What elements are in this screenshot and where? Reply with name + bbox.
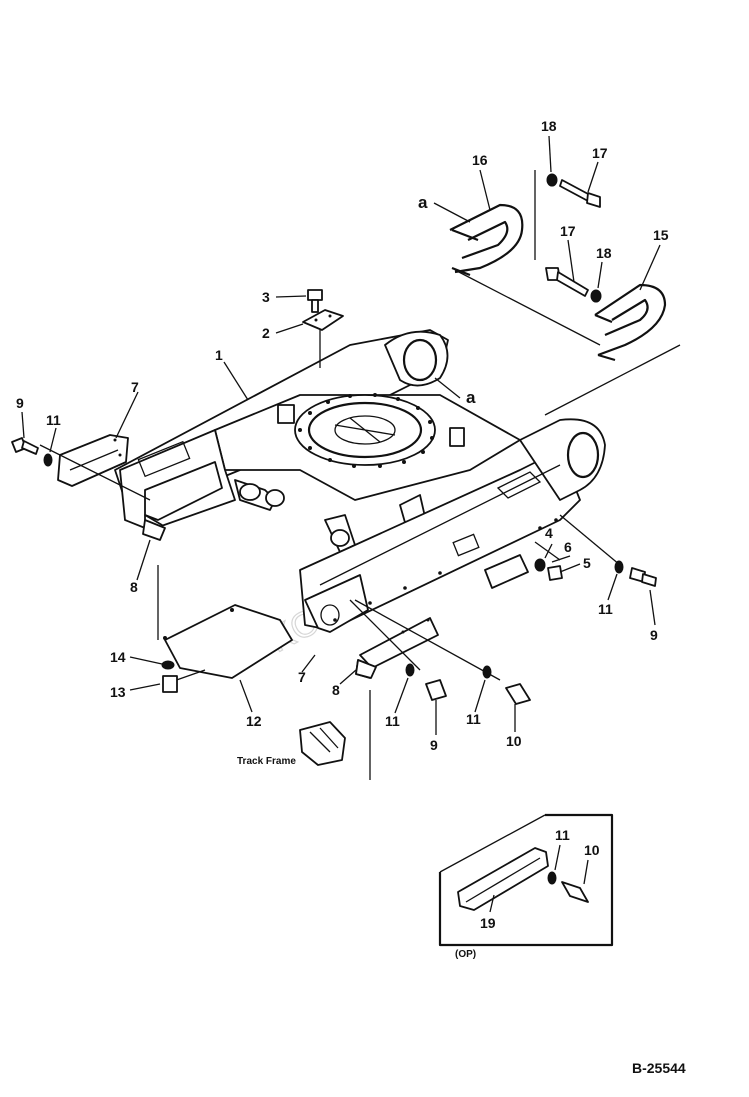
callout-9-right: 9 — [650, 627, 658, 643]
callout-2: 2 — [262, 325, 270, 341]
callout-18-lower: 18 — [596, 245, 612, 261]
track-roller — [299, 721, 346, 766]
cover-7-upper — [57, 434, 129, 487]
callout-a-upper: a — [418, 193, 428, 212]
callout-6: 6 — [564, 539, 572, 555]
callout-11-option: 11 — [555, 827, 570, 843]
bolt-13 — [162, 675, 178, 693]
bolt-10-lower — [505, 683, 531, 705]
swing-circle-bolts — [298, 393, 434, 468]
callout-12: 12 — [246, 713, 262, 729]
shim-8-left — [142, 519, 166, 541]
callout-11-lower-a: 11 — [385, 713, 400, 729]
bolt-17-lower — [545, 267, 589, 297]
bolt-3 — [307, 289, 323, 313]
callout-a-lower: a — [466, 388, 476, 407]
option-box — [438, 813, 614, 947]
callout-8-right: 8 — [332, 682, 340, 698]
washer-11-right-a — [614, 560, 624, 574]
bolt-9-right-a — [629, 567, 657, 587]
callout-3: 3 — [262, 289, 270, 305]
washer-14 — [161, 660, 175, 670]
callout-10-lower: 10 — [506, 733, 522, 749]
washer-11-lower-b — [482, 665, 492, 679]
callout-9-left: 9 — [16, 395, 24, 411]
callout-7-upper: 7 — [131, 379, 139, 395]
callout-5: 5 — [583, 555, 591, 571]
track-frame-label: Track Frame — [237, 756, 296, 767]
callout-8-left: 8 — [130, 579, 138, 595]
track-frame-assembly — [114, 329, 606, 633]
washer-18-upper — [546, 173, 558, 187]
callout-11-left: 11 — [46, 412, 61, 428]
callout-7-lower: 7 — [298, 669, 306, 685]
callout-4: 4 — [545, 525, 553, 541]
callout-14: 14 — [110, 649, 126, 665]
clip-15 — [594, 283, 667, 362]
callout-10-option: 10 — [584, 842, 600, 858]
callout-13: 13 — [110, 684, 126, 700]
washer-18-lower — [590, 289, 602, 303]
callout-19: 19 — [480, 915, 496, 931]
callout-11-lower-b: 11 — [466, 711, 481, 727]
callout-17-lower: 17 — [560, 223, 576, 239]
washer-6 — [534, 558, 546, 572]
callout-16: 16 — [472, 152, 488, 168]
callout-1: 1 — [215, 347, 223, 363]
bolt-17-upper — [559, 179, 601, 208]
clip-16 — [449, 203, 524, 277]
frame-bolt-holes — [333, 518, 558, 622]
washer-11-left — [43, 453, 53, 467]
callout-17-upper: 17 — [592, 145, 608, 161]
plate-4 — [484, 554, 529, 589]
callout-11-right: 11 — [598, 601, 613, 617]
callout-labels: 1 2 3 4 5 6 7 7 8 8 9 9 9 10 10 11 11 11… — [16, 118, 669, 931]
bolt-9-lower — [425, 679, 447, 701]
washer-11-lower-a — [405, 663, 415, 677]
plate-2 — [302, 309, 344, 331]
callout-18-upper: 18 — [541, 118, 557, 134]
plate-12 — [163, 604, 293, 679]
bolt-5 — [547, 565, 563, 581]
drawing-number: B-25544 — [632, 1060, 686, 1076]
callout-15: 15 — [653, 227, 669, 243]
bolt-9-left — [11, 437, 39, 455]
washer-11-option — [547, 871, 557, 885]
callout-9-lower: 9 — [430, 737, 438, 753]
bolt-10-option — [561, 881, 589, 903]
shim-8-right — [355, 659, 377, 679]
callout-leaders — [21, 135, 661, 913]
option-label: (OP) — [455, 949, 476, 960]
